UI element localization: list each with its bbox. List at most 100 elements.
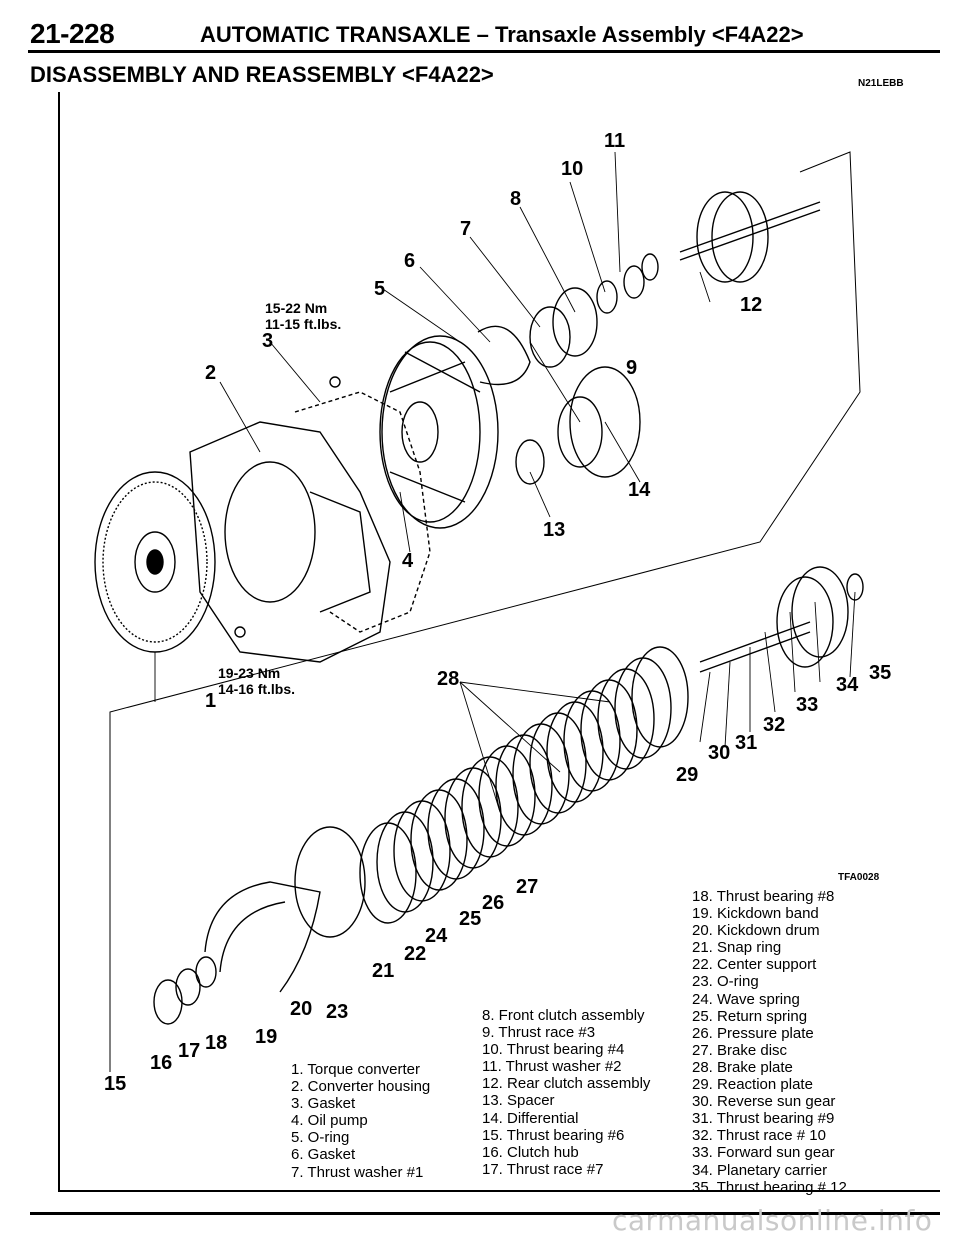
callout-18: 18 [205, 1032, 228, 1054]
callout-31: 31 [735, 732, 758, 754]
converter-housing-illustration [189, 421, 391, 663]
callout-4: 4 [402, 550, 414, 572]
callout-10: 10 [561, 158, 584, 180]
torque-spec-lower-imperial: 14-16 ft.lbs. [218, 681, 296, 697]
rear-clutch-assembly-illustration [679, 191, 821, 283]
header-rule [28, 50, 940, 53]
pump-gasket-illustration [477, 325, 531, 386]
legend-item: 12. Rear clutch assembly [482, 1075, 651, 1093]
kickdown-band-illustration [204, 826, 366, 993]
legend-item: 19. Kickdown band [692, 905, 819, 923]
callout-26: 26 [482, 892, 505, 914]
clutch-hub-illustration [153, 956, 217, 1025]
legend-item: 5. O-ring [291, 1129, 350, 1147]
legend-item: 34. Planetary carrier [692, 1161, 828, 1179]
footer-rule [30, 1212, 940, 1215]
legend-item: 2. Converter housing [291, 1078, 431, 1096]
legend-item: 1. Torque converter [291, 1061, 420, 1078]
thrust-washer-illustration [529, 306, 571, 368]
legend-item: 10. Thrust bearing #4 [482, 1041, 625, 1059]
callout-16: 16 [150, 1052, 173, 1074]
legend-item: 20. Kickdown drum [692, 922, 820, 940]
legend-item: 29. Reaction plate [692, 1076, 813, 1094]
bolt-icon [234, 626, 246, 638]
page-header-title: AUTOMATIC TRANSAXLE – Transaxle Assembly… [200, 22, 804, 47]
callout-34: 34 [836, 674, 859, 696]
callout-15: 15 [104, 1073, 127, 1095]
legend-column-3: 18. Thrust bearing #8 19. Kickdown band … [692, 888, 847, 1196]
callout-28: 28 [437, 668, 460, 690]
thrust-race-illustration [596, 280, 618, 314]
legend-item: 31. Thrust bearing #9 [692, 1110, 835, 1128]
callout-27: 27 [516, 876, 539, 898]
callout-23: 23 [326, 1001, 349, 1023]
callout-21: 21 [372, 960, 395, 982]
planetary-assembly-illustration [699, 566, 864, 673]
legend-item: 35. Thrust bearing # 12 [692, 1178, 847, 1196]
frame-bottom-rule [58, 1190, 940, 1192]
legend-item: 13. Spacer [482, 1092, 555, 1110]
callout-6: 6 [404, 250, 416, 272]
legend-item: 18. Thrust bearing #8 [692, 888, 835, 905]
legend-column-1: 1. Torque converter 2. Converter housing… [291, 1061, 430, 1181]
legend-item: 6. Gasket [291, 1146, 356, 1164]
legend-item: 4. Oil pump [291, 1112, 368, 1130]
callout-25: 25 [459, 908, 482, 930]
callout-3: 3 [262, 330, 274, 352]
callout-19: 19 [255, 1026, 278, 1048]
callout-8: 8 [510, 188, 522, 210]
callout-33: 33 [796, 694, 819, 716]
oil-pump-illustration [379, 335, 499, 529]
legend-item: 28. Brake plate [692, 1058, 793, 1076]
legend-item: 8. Front clutch assembly [482, 1007, 645, 1024]
clutch-plate-stack-illustration [359, 646, 689, 924]
callout-32: 32 [763, 714, 786, 736]
callout-12: 12 [740, 294, 763, 316]
legend-item: 7. Thrust washer #1 [291, 1163, 424, 1181]
legend-item: 27. Brake disc [692, 1041, 788, 1059]
legend-item: 33. Forward sun gear [692, 1144, 835, 1162]
callout-22: 22 [404, 943, 427, 965]
callout-9: 9 [626, 357, 638, 379]
callout-14: 14 [628, 479, 651, 501]
legend-item: 30. Reverse sun gear [692, 1093, 836, 1111]
front-clutch-illustration [552, 287, 598, 357]
frame-left-rule [58, 92, 60, 1192]
callout-24: 24 [425, 925, 448, 947]
torque-converter-illustration [94, 471, 216, 653]
thrust-washer2-illustration [641, 253, 659, 281]
thrust-bearing-illustration [623, 265, 645, 299]
callout-17: 17 [178, 1040, 201, 1062]
page-number: 21-228 [30, 18, 115, 49]
callout-29: 29 [676, 764, 699, 786]
legend-item: 22. Center support [692, 956, 817, 974]
callout-30: 30 [708, 742, 731, 764]
torque-spec-upper-metric: 15-22 Nm [265, 300, 328, 316]
figure-code: TFA0028 [838, 872, 880, 883]
callout-11: 11 [604, 130, 626, 152]
legend-item: 11. Thrust washer #2 [482, 1058, 622, 1076]
group-bracket-line [109, 151, 861, 1072]
legend-item: 25. Return spring [692, 1007, 808, 1025]
callout-2: 2 [205, 362, 217, 384]
legend-item: 32. Thrust race # 10 [692, 1127, 826, 1145]
section-title: DISASSEMBLY AND REASSEMBLY <F4A22> [30, 62, 494, 87]
callout-5: 5 [374, 278, 386, 300]
torque-spec-upper-imperial: 11-15 ft.lbs. [265, 316, 342, 332]
bolt-icon [329, 376, 341, 388]
legend-column-2: 8. Front clutch assembly 9. Thrust race … [482, 1007, 650, 1178]
differential-illustration [515, 366, 641, 485]
legend-item: 9. Thrust race #3 [482, 1024, 596, 1042]
callout-7: 7 [460, 218, 472, 240]
callout-13: 13 [543, 519, 566, 541]
torque-spec-lower-metric: 19-23 Nm [218, 665, 281, 681]
callout-20: 20 [290, 998, 313, 1020]
legend-item: 21. Snap ring [692, 939, 782, 957]
section-ref-code: N21LEBB [858, 78, 904, 89]
exploded-view-diagram [94, 151, 864, 1072]
callout-35: 35 [869, 662, 892, 684]
footer-watermark: carmanualsonline.info [612, 1204, 933, 1237]
legend-item: 16. Clutch hub [482, 1143, 579, 1161]
legend-item: 24. Wave spring [692, 990, 800, 1008]
callout-1: 1 [205, 690, 217, 712]
